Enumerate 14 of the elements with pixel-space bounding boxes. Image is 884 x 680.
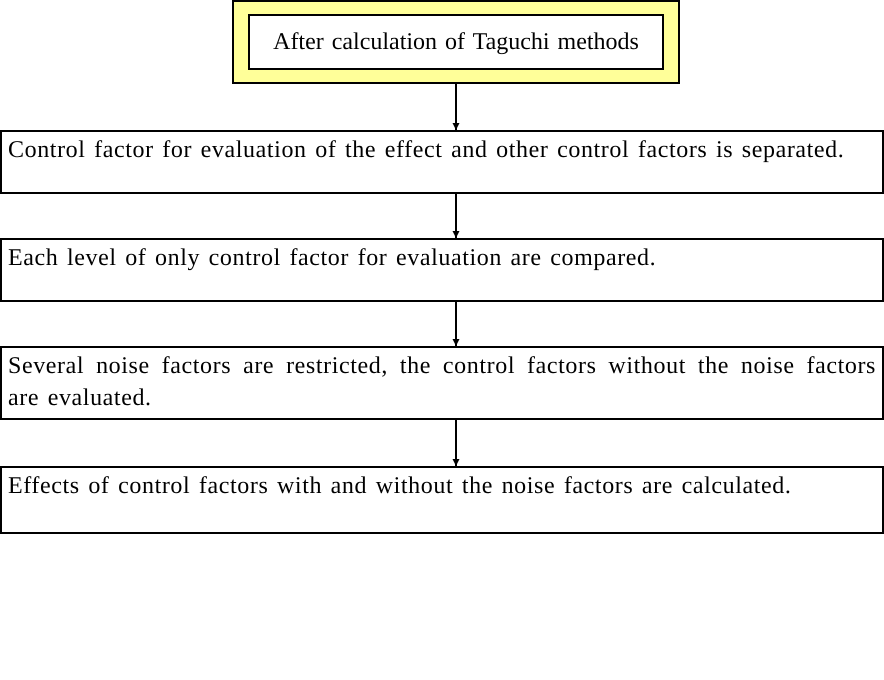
arrow (452, 84, 460, 130)
process-text: Effects of control factors with and without the noise factors are calculated. (7, 472, 792, 501)
start-box-frame (232, 0, 680, 84)
process-box (0, 346, 884, 420)
arrow (452, 420, 460, 466)
arrow (452, 194, 460, 238)
process-text: Control factor for evaluation of the effect and other control factors is separated. (7, 136, 846, 165)
arrow (452, 302, 460, 346)
process-box (0, 130, 884, 194)
process-text: Several noise factors are restricted, the control factors without the noise factors are evaluated. (7, 352, 877, 413)
start-box-text: After calculation of Taguchi methods (248, 14, 664, 70)
process-text: Each level of only control factor for evaluation are compared. (7, 244, 658, 273)
process-box (0, 466, 884, 534)
process-box (0, 238, 884, 302)
